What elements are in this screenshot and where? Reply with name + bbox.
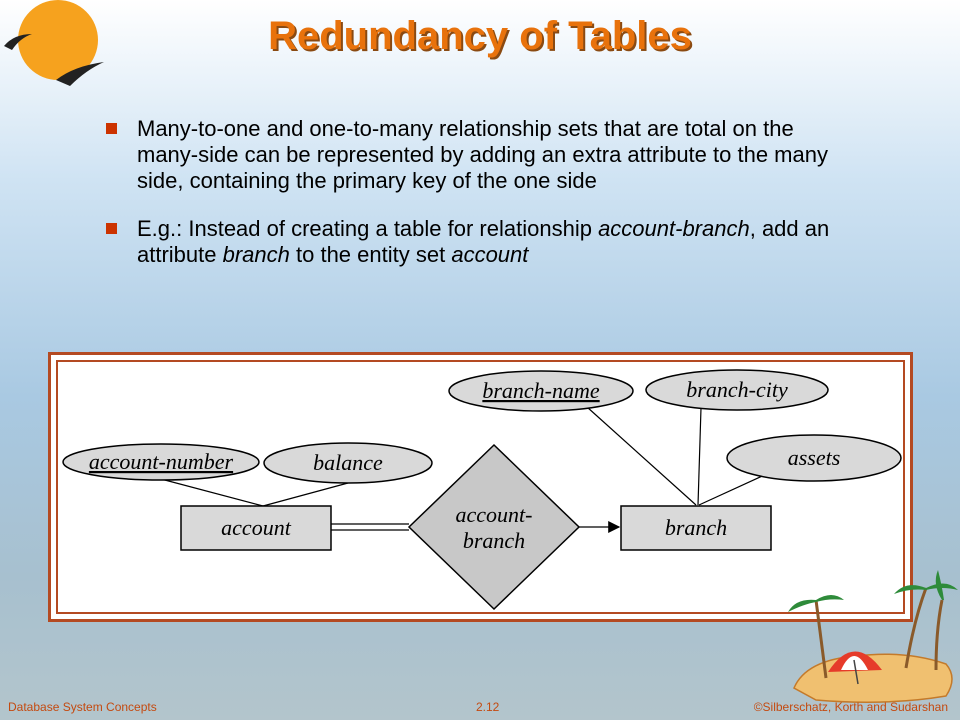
relationship-label-line1: account- — [456, 502, 533, 527]
attribute-label: balance — [313, 450, 383, 475]
bullet-item: E.g.: Instead of creating a table for re… — [106, 216, 846, 268]
bullet-item: Many-to-one and one-to-many relationship… — [106, 116, 846, 194]
bullet-segment: , add an attribute — [137, 216, 830, 267]
beach-island-icon — [786, 560, 960, 708]
bullet-text: E.g.: Instead of creating a table for re… — [137, 216, 829, 267]
bullet-segment: to the entity set — [289, 242, 452, 267]
edge-branch-city — [697, 407, 702, 506]
edge-assets — [698, 471, 772, 506]
bullet-segment: E.g.: Instead of creating a table for re… — [137, 216, 599, 241]
edge-balance — [262, 482, 349, 507]
entity-label: branch — [665, 515, 727, 540]
attribute-label: assets — [788, 445, 841, 470]
edge-account-number — [160, 478, 264, 507]
entity-account: account — [180, 505, 332, 551]
attribute-branch-city: branch-city — [645, 369, 829, 411]
square-bullet-icon — [106, 223, 117, 234]
relationship-account-branch: account- branch — [407, 443, 581, 611]
footer-course-title: Database System Concepts — [8, 700, 157, 714]
bullet-text: Many-to-one and one-to-many relationship… — [137, 116, 828, 193]
footer-copyright: ©Silberschatz, Korth and Sudarshan — [753, 700, 948, 714]
sun-birds-logo-icon — [0, 0, 110, 90]
er-diagram: account-number balance branch-name branc… — [62, 369, 902, 611]
bullet-list: Many-to-one and one-to-many relationship… — [106, 116, 846, 290]
attribute-balance: balance — [263, 442, 433, 484]
slide-title: Redundancy of Tables — [268, 14, 692, 58]
bullet-segment-italic: account-branch — [598, 216, 750, 241]
attribute-branch-name: branch-name — [448, 370, 634, 412]
edge-branch-name — [586, 406, 697, 506]
attribute-label: branch-city — [686, 377, 788, 402]
square-bullet-icon — [106, 123, 117, 134]
attribute-assets: assets — [726, 434, 902, 482]
bullet-segment-italic: account — [451, 242, 529, 267]
entity-branch: branch — [620, 505, 772, 551]
bullet-segment-italic: branch — [222, 242, 290, 267]
entity-label: account — [221, 515, 292, 540]
attribute-account-number: account-number — [62, 443, 260, 481]
footer-slide-number: 2.12 — [476, 700, 500, 714]
connector-lines — [160, 406, 772, 533]
relationship-label-line2: branch — [463, 528, 525, 553]
bullet-segment: Many-to-one and one-to-many relationship… — [137, 116, 828, 193]
er-diagram-frame: account-number balance branch-name branc… — [48, 352, 913, 622]
attribute-label: branch-name — [482, 378, 600, 403]
attribute-label: account-number — [89, 449, 234, 474]
